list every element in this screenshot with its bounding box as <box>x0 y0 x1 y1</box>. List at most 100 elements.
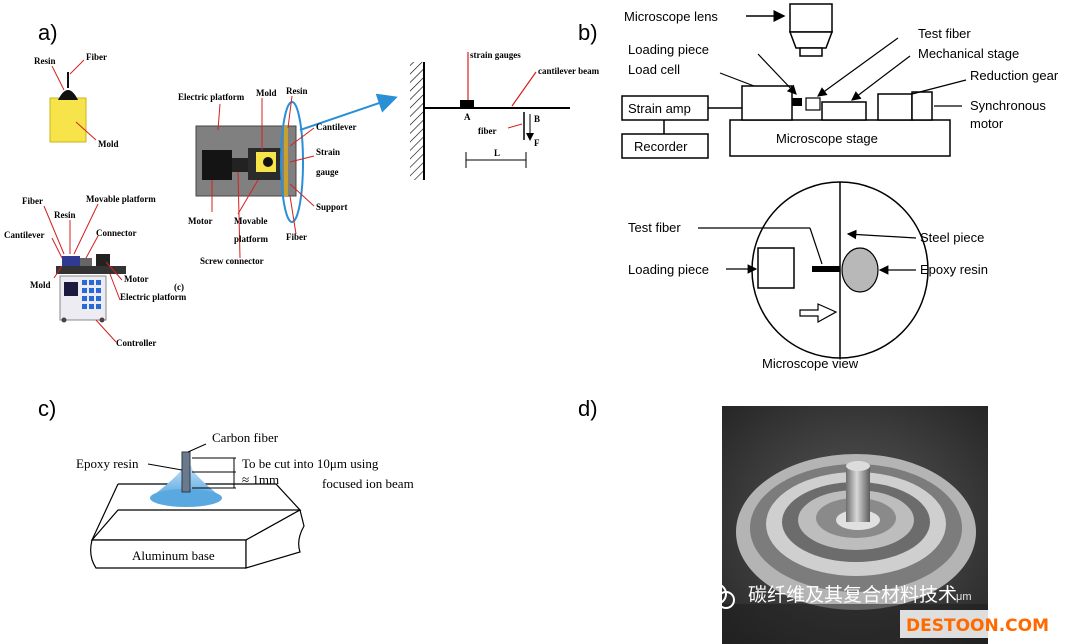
electric-platform <box>56 266 126 274</box>
mold-block <box>49 97 87 143</box>
label-height: ≈ 1mm <box>242 472 279 487</box>
label-resin: Resin <box>286 86 308 96</box>
label-platform: platform <box>234 234 268 244</box>
label-movable: Movable <box>234 216 268 226</box>
label-loading-piece: Loading piece <box>628 262 709 277</box>
label-aluminum-base: Aluminum base <box>132 548 215 563</box>
callout-ellipse <box>280 101 304 223</box>
panel-a-rig: Fiber Resin Movable platform Cantilever … <box>4 194 187 348</box>
label-recorder: Recorder <box>634 139 688 154</box>
panel-label-d: d) <box>578 396 598 421</box>
test-fiber-holder <box>805 97 821 111</box>
epoxy-resin-view <box>841 247 879 293</box>
panel-b-apparatus: Microscope lens Microscope stage Strain … <box>621 3 1059 159</box>
label-mechanical-stage: Mechanical stage <box>918 46 1019 61</box>
label-electric-platform: Electric platform <box>178 92 245 102</box>
label-test-fiber: Test fiber <box>918 26 971 41</box>
label-resin: Resin <box>54 210 76 220</box>
label-cantilever: Cantilever <box>4 230 45 240</box>
wechat-icon <box>705 583 727 605</box>
panel-a-small-mold: Resin Fiber Mold <box>34 52 119 149</box>
panel-d-sem-image: μm <box>722 406 988 644</box>
label-steel-piece: Steel piece <box>920 230 984 245</box>
leader-line <box>511 71 537 107</box>
loading-piece-view <box>757 247 795 289</box>
label-mold: Mold <box>30 280 51 290</box>
label-point-a: A <box>464 112 471 122</box>
label-strain: Strain <box>316 147 340 157</box>
synchronous-motor <box>911 91 933 121</box>
label-support: Support <box>316 202 348 212</box>
loading-piece <box>792 98 802 106</box>
label-force: F <box>534 138 540 148</box>
leader-line <box>507 123 523 129</box>
label-resin: Resin <box>34 56 56 66</box>
label-carbon-fiber: Carbon fiber <box>212 430 279 445</box>
watermark-text: 碳纤维及其复合材料技术 <box>748 584 957 606</box>
label-mold: Mold <box>256 88 277 98</box>
label-mold: Mold <box>98 139 119 149</box>
site-badge <box>900 610 1080 638</box>
panel-a-beam: strain gauges cantilever beam A B fiber … <box>410 50 600 180</box>
label-connector: Connector <box>96 228 137 238</box>
screw-connector <box>232 158 248 172</box>
resin-base <box>150 489 222 507</box>
lens-objective <box>788 31 834 49</box>
label-motor: Motor <box>124 274 149 284</box>
load-cell <box>741 85 793 121</box>
label-electric-platform: Electric platform <box>120 292 187 302</box>
reduction-gear <box>877 93 913 121</box>
site-text: DESTOON.COM <box>906 616 1049 636</box>
lens-body <box>789 3 833 33</box>
panel-b-microscope-view: Test fiber Loading piece Steel piece Epo… <box>628 181 988 371</box>
controller-screen <box>64 282 78 296</box>
leader-line <box>51 65 65 91</box>
leader-line <box>75 121 97 141</box>
label-fiber: fiber <box>478 126 497 136</box>
label-controller: Controller <box>116 338 156 348</box>
carbon-fiber <box>181 451 191 493</box>
lens-tip <box>799 47 823 57</box>
watermark: 碳纤维及其复合材料技术 DESTOON.COM <box>705 583 1080 638</box>
test-fiber-view <box>812 266 840 272</box>
label-strain-gauges: strain gauges <box>470 50 521 60</box>
label-load-cell: Load cell <box>628 62 680 77</box>
label-test-fiber: Test fiber <box>628 220 681 235</box>
motor-body <box>202 150 232 180</box>
resin-drop <box>58 90 78 100</box>
panel-label-a: a) <box>38 20 58 45</box>
label-strain-amp: Strain amp <box>628 101 691 116</box>
label-microscope-view: Microscope view <box>762 356 859 371</box>
label-loading-piece: Loading piece <box>628 42 709 57</box>
label-epoxy-resin: Epoxy resin <box>76 456 139 471</box>
leader-line <box>69 59 85 75</box>
label-microscope-stage: Microscope stage <box>776 131 878 146</box>
label-gauge: gauge <box>316 167 339 177</box>
connector-block <box>80 258 92 266</box>
wall-hatch <box>410 62 424 180</box>
label-fiber: Fiber <box>86 52 107 62</box>
direction-arrow <box>799 303 838 324</box>
movable-platform <box>62 256 80 266</box>
base-front <box>90 539 247 569</box>
label-cantilever-beam: cantilever beam <box>538 66 600 76</box>
scale-text: μm <box>956 591 972 603</box>
base-side <box>245 509 305 569</box>
pillar-top <box>846 461 870 471</box>
panel-a-top-view: Electric platform Mold Resin Cantilever … <box>174 86 398 292</box>
panel-label-c: c) <box>38 396 56 421</box>
label-cut-note-2: focused ion beam <box>322 476 414 491</box>
label-cut-note-1: To be cut into 10μm using <box>242 456 379 471</box>
label-epoxy-resin: Epoxy resin <box>920 262 988 277</box>
label-motor: Motor <box>188 216 213 226</box>
label-motor: motor <box>970 116 1004 131</box>
strain-gauge-block <box>460 100 474 107</box>
cantilever-strip <box>284 126 288 196</box>
label-reduction-gear: Reduction gear <box>970 68 1059 83</box>
label-fiber: Fiber <box>22 196 43 206</box>
recorder-box <box>621 133 709 159</box>
label-microscope-lens: Microscope lens <box>624 9 718 24</box>
label-fiber: Fiber <box>286 232 307 242</box>
label-cantilever: Cantilever <box>316 122 357 132</box>
label-length: L <box>494 148 500 158</box>
